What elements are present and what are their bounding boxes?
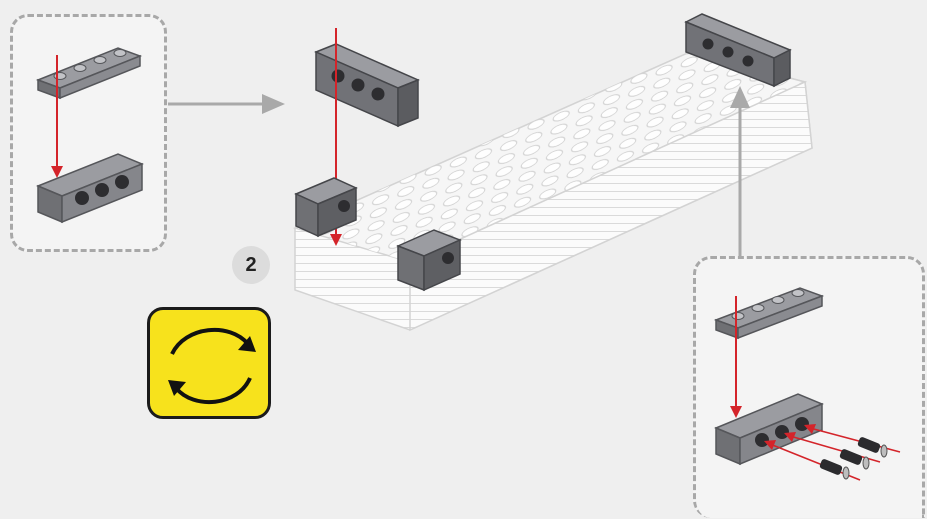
callout-right-parts — [716, 288, 900, 480]
callout-left-parts — [38, 48, 142, 222]
pin-icon — [819, 436, 887, 479]
arrow-right-icon — [168, 94, 285, 114]
